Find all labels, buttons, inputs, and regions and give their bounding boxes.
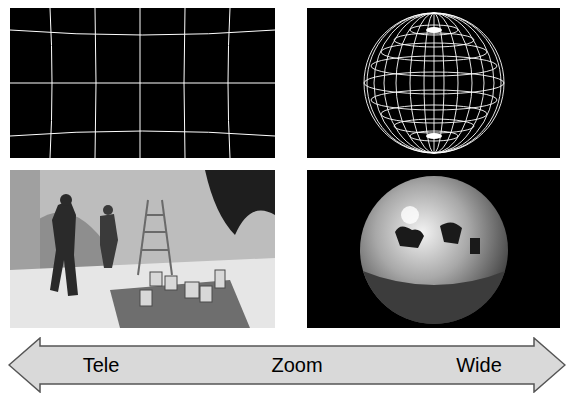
person-head xyxy=(103,205,113,215)
sphere-panel xyxy=(307,8,560,158)
wall-shade xyxy=(10,170,40,270)
chrome-sphere xyxy=(307,170,560,330)
parallel xyxy=(381,105,487,123)
ladder xyxy=(138,200,172,275)
wall xyxy=(10,170,275,328)
meridian xyxy=(424,13,444,153)
floor xyxy=(10,258,275,328)
double-arrow-outline xyxy=(9,338,565,392)
grid-line xyxy=(228,8,230,158)
axis-label: Tele xyxy=(83,355,120,375)
grid-line xyxy=(95,8,96,158)
studio-photo xyxy=(10,170,275,328)
grid-line xyxy=(10,30,275,35)
highlight xyxy=(401,206,419,224)
meridian xyxy=(367,13,501,153)
pole xyxy=(426,133,442,139)
meridian xyxy=(384,13,484,153)
parallel xyxy=(364,72,504,94)
grid-line xyxy=(10,83,275,84)
axis-label: Wide xyxy=(456,355,502,375)
parallel xyxy=(371,90,497,110)
person-head xyxy=(60,194,72,206)
grid-line xyxy=(10,131,275,136)
meridian xyxy=(374,13,494,153)
pole xyxy=(426,27,442,33)
grid-line xyxy=(50,8,52,158)
reflection xyxy=(360,222,508,330)
meridian xyxy=(434,13,435,153)
parallel xyxy=(410,131,458,141)
paint-cans xyxy=(140,270,225,306)
wall-shape xyxy=(205,170,275,235)
person xyxy=(50,200,78,296)
grid-panel xyxy=(10,8,275,158)
grid-line xyxy=(140,8,141,158)
parallel xyxy=(394,33,474,47)
wireframe-sphere xyxy=(307,8,560,158)
axis-label: Zoom xyxy=(271,355,322,375)
grid-line xyxy=(184,8,185,158)
person xyxy=(100,214,118,268)
distorted-grid xyxy=(10,8,275,158)
sphere-outline xyxy=(364,13,504,153)
parallel xyxy=(371,56,497,76)
table xyxy=(110,280,250,328)
zoom-arrow: Tele Zoom Wide xyxy=(8,337,566,393)
meridian xyxy=(396,13,472,153)
